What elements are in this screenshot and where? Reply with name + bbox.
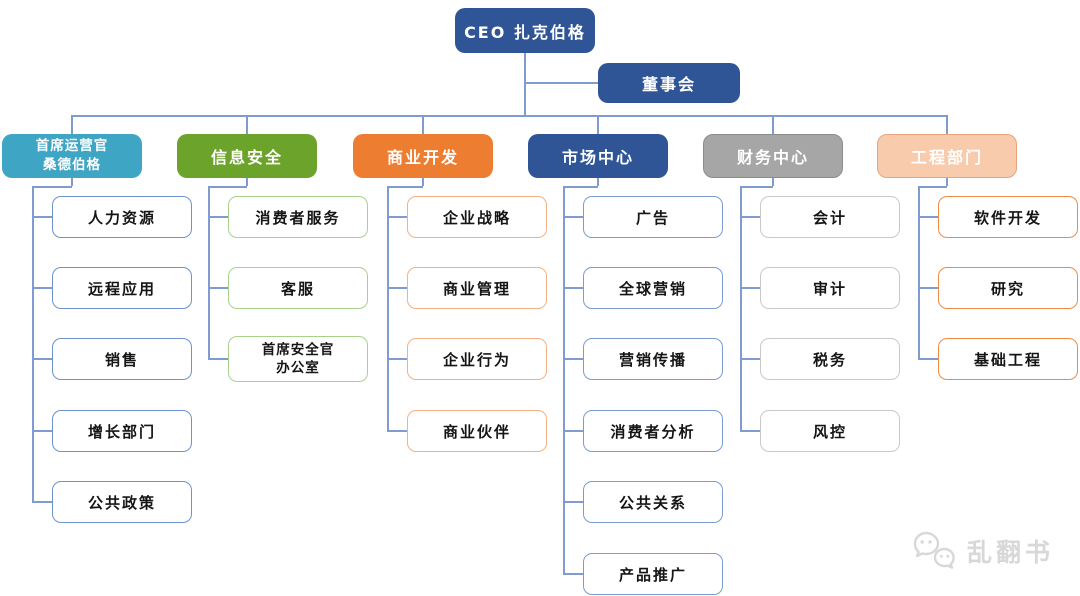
connector-line <box>387 216 407 218</box>
org-node-market-center-4: 公共关系 <box>583 481 723 523</box>
connector-line <box>32 287 52 289</box>
connector-line <box>563 501 583 503</box>
org-node-coo-3: 增长部门 <box>52 410 192 452</box>
watermark: 乱翻书 <box>912 530 1054 572</box>
connector-line <box>32 186 34 502</box>
org-node-market-center-5: 产品推广 <box>583 553 723 595</box>
connector-line <box>918 216 938 218</box>
connector-line <box>387 186 423 188</box>
connector-line <box>387 186 389 431</box>
org-node-finance-center-2: 税务 <box>760 338 900 380</box>
connector-line <box>72 115 948 117</box>
connector-line <box>387 287 407 289</box>
dept-header-finance-center: 财务中心 <box>703 134 843 178</box>
org-node-business-dev-2: 企业行为 <box>407 338 547 380</box>
org-node-business-dev-1: 商业管理 <box>407 267 547 309</box>
wechat-chat-bubbles-icon <box>913 531 955 569</box>
watermark-text: 乱翻书 <box>966 538 1054 567</box>
dept-header-engineering: 工程部门 <box>877 134 1017 178</box>
org-node-coo-2: 销售 <box>52 338 192 380</box>
org-node-market-center-0: 广告 <box>583 196 723 238</box>
dept-header-info-security: 信息安全 <box>177 134 317 178</box>
connector-line <box>208 287 228 289</box>
connector-line <box>208 216 228 218</box>
connector-line <box>563 358 583 360</box>
connector-line <box>918 186 920 359</box>
org-node-business-dev-0: 企业战略 <box>407 196 547 238</box>
connector-line <box>563 287 583 289</box>
dept-header-market-center: 市场中心 <box>528 134 668 178</box>
ceo-node: CEO 扎克伯格 <box>455 8 595 53</box>
connector-line <box>32 430 52 432</box>
connector-line <box>740 186 773 188</box>
connector-line <box>946 115 948 134</box>
connector-line <box>563 186 598 188</box>
org-node-business-dev-3: 商业伙伴 <box>407 410 547 452</box>
connector-line <box>246 178 248 186</box>
connector-line <box>740 358 760 360</box>
org-node-coo-4: 公共政策 <box>52 481 192 523</box>
connector-line <box>740 216 760 218</box>
connector-line <box>740 430 760 432</box>
connector-line <box>563 216 583 218</box>
connector-line <box>208 186 247 188</box>
connector-line <box>71 115 73 134</box>
org-node-engineering-1: 研究 <box>938 267 1078 309</box>
connector-line <box>32 501 52 503</box>
connector-line <box>740 186 742 431</box>
connector-line <box>71 178 73 186</box>
connector-line <box>918 287 938 289</box>
dept-header-coo: 首席运营官 桑德伯格 <box>2 134 142 178</box>
org-node-engineering-0: 软件开发 <box>938 196 1078 238</box>
connector-line <box>772 115 774 134</box>
connector-line <box>208 186 210 359</box>
connector-line <box>597 115 599 134</box>
connector-line <box>524 82 598 84</box>
org-node-coo-0: 人力资源 <box>52 196 192 238</box>
board-node: 董事会 <box>598 63 740 103</box>
org-node-finance-center-3: 风控 <box>760 410 900 452</box>
dept-header-business-dev: 商业开发 <box>353 134 493 178</box>
connector-line <box>524 53 526 116</box>
org-node-market-center-1: 全球营销 <box>583 267 723 309</box>
connector-line <box>387 430 407 432</box>
org-node-info-security-2: 首席安全官 办公室 <box>228 336 368 382</box>
connector-line <box>918 186 947 188</box>
connector-line <box>563 186 565 574</box>
connector-line <box>208 358 228 360</box>
connector-line <box>946 178 948 186</box>
connector-line <box>918 358 938 360</box>
org-node-market-center-3: 消费者分析 <box>583 410 723 452</box>
connector-line <box>740 287 760 289</box>
connector-line <box>32 186 72 188</box>
org-node-info-security-0: 消费者服务 <box>228 196 368 238</box>
connector-line <box>32 216 52 218</box>
org-node-market-center-2: 营销传播 <box>583 338 723 380</box>
org-node-finance-center-0: 会计 <box>760 196 900 238</box>
connector-line <box>246 115 248 134</box>
connector-line <box>563 430 583 432</box>
connector-line <box>563 573 583 575</box>
org-node-finance-center-1: 审计 <box>760 267 900 309</box>
connector-line <box>422 178 424 186</box>
org-node-engineering-2: 基础工程 <box>938 338 1078 380</box>
connector-line <box>387 358 407 360</box>
org-node-coo-1: 远程应用 <box>52 267 192 309</box>
connector-line <box>597 178 599 186</box>
connector-line <box>32 358 52 360</box>
connector-line <box>772 178 774 186</box>
org-node-info-security-1: 客服 <box>228 267 368 309</box>
connector-line <box>422 115 424 134</box>
